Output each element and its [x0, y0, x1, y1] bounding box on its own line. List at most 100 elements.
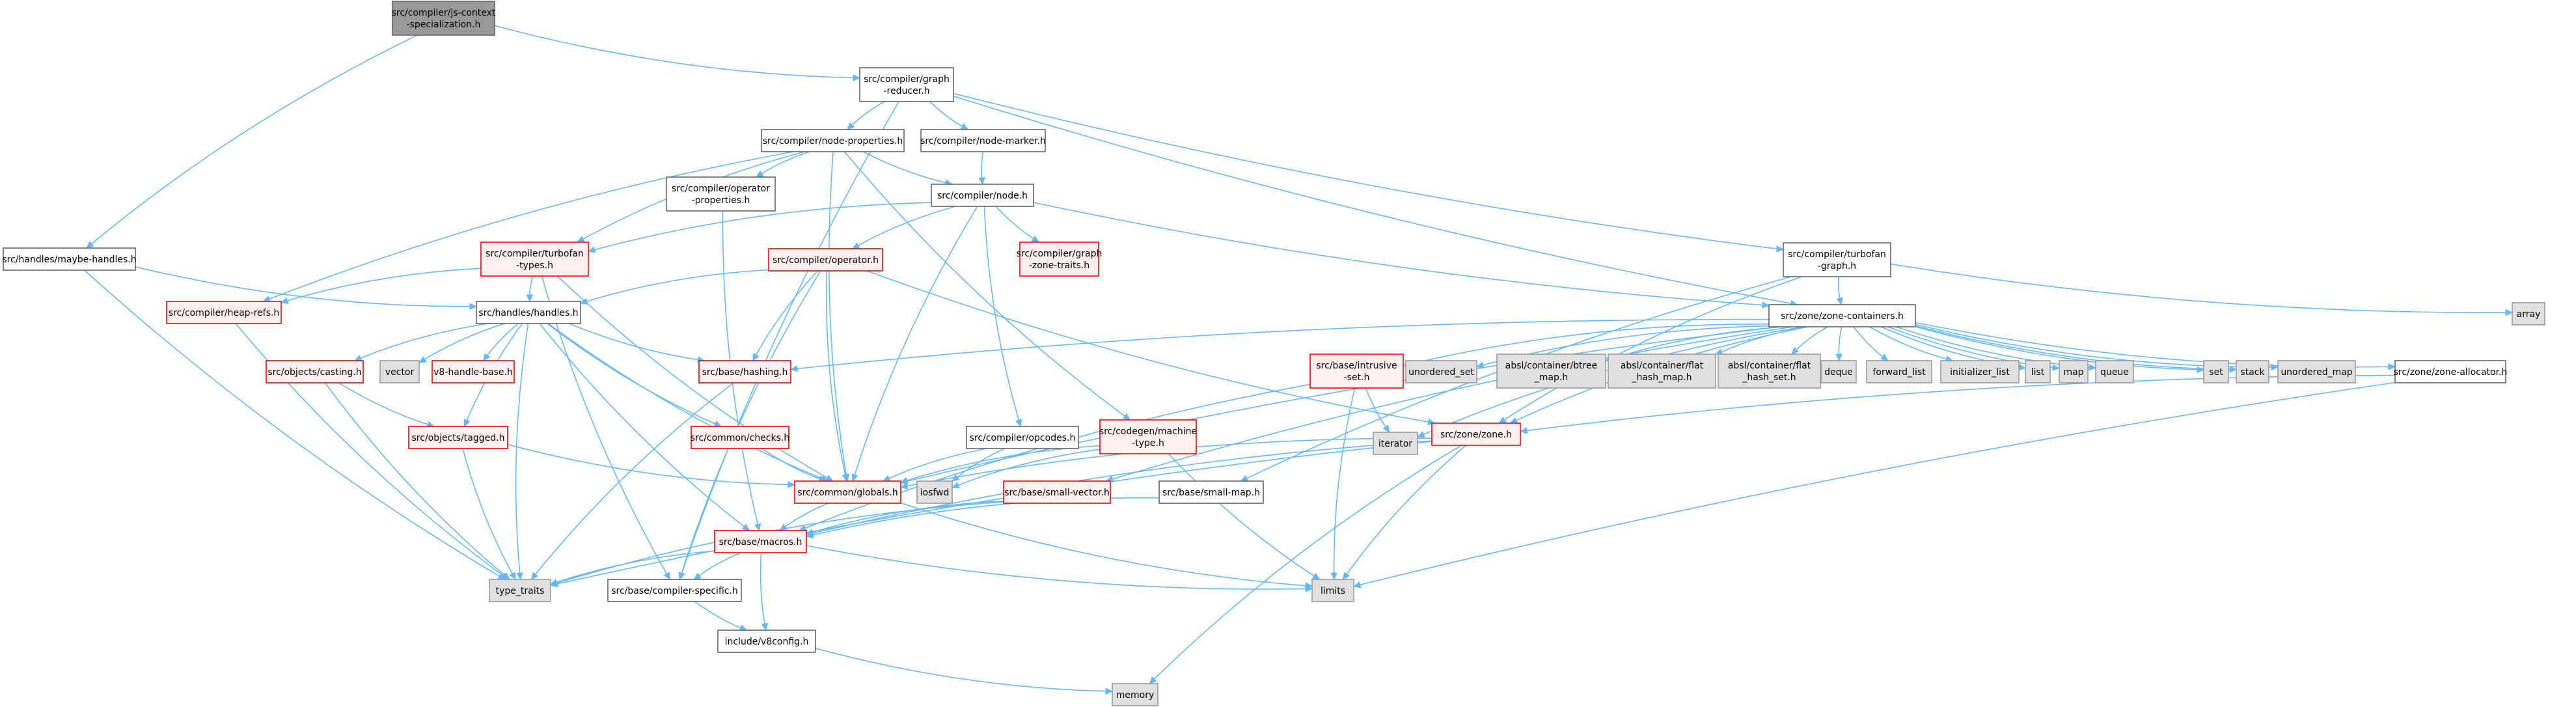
node-zone-h[interactable]: src/zone/zone.h: [1431, 423, 1521, 446]
node-box: [1158, 480, 1264, 504]
node-node-properties[interactable]: src/compiler/node-properties.h: [761, 129, 905, 152]
node-label: limits: [1321, 586, 1345, 596]
node-label: vector: [385, 367, 415, 378]
node-label: src/common/globals.h: [797, 488, 897, 498]
edge-handles_h-to-common_globals: [547, 323, 829, 482]
node-box: [1718, 353, 1821, 389]
edge-arrowhead: [1015, 419, 1022, 428]
edge-handles_h-to-type_traits: [515, 323, 529, 581]
node-compiler-specific[interactable]: src/base/compiler-specific.h: [607, 579, 742, 602]
node-common-globals[interactable]: src/common/globals.h: [794, 480, 901, 504]
edge-line: [698, 552, 741, 576]
edge-line: [556, 550, 715, 583]
edge-arrowhead: [1836, 297, 1843, 306]
edge-zone_containers-to-base_hashing: [789, 318, 1770, 372]
node-operator-properties[interactable]: src/compiler/operator-properties.h: [666, 176, 776, 212]
edge-line: [269, 151, 794, 300]
node-maybe-handles[interactable]: src/handles/maybe-handles.h: [2, 247, 137, 271]
node-zone-allocator[interactable]: src/zone/zone-allocator.h: [2394, 360, 2508, 383]
node-node-marker[interactable]: src/compiler/node-marker.h: [920, 129, 1046, 152]
node-jscs[interactable]: src/compiler/js-context-specialization.h: [392, 1, 496, 36]
edge-node_properties-to-node_h: [862, 151, 953, 186]
edge-arrowhead: [469, 303, 478, 311]
node-graph-reducer[interactable]: src/compiler/graph-reducer.h: [859, 67, 954, 102]
edge-line: [681, 101, 899, 574]
node-handles-h[interactable]: src/handles/handles.h: [476, 301, 581, 324]
edge-maybe_handles-to-type_traits: [84, 270, 506, 580]
edge-turbofan_graph-to-zone_h: [1498, 276, 1802, 424]
edge-line: [1853, 326, 1884, 357]
node-heap-refs[interactable]: src/compiler/heap-refs.h: [166, 301, 282, 324]
node-label: src/handles/handles.h: [478, 308, 578, 318]
node-machine-type[interactable]: src/codegen/machine-type.h: [1099, 419, 1197, 454]
edge-machine_type-to-iosfwd: [951, 449, 1101, 489]
node-v8config[interactable]: include/v8config.h: [717, 630, 816, 653]
node-stack: stack: [2236, 360, 2269, 383]
node-node-h[interactable]: src/compiler/node.h: [931, 184, 1034, 207]
edge-line: [983, 206, 1020, 421]
node-map: map: [2059, 360, 2089, 383]
node-box: [1373, 432, 1418, 455]
node-common-checks[interactable]: src/common/checks.h: [691, 426, 789, 449]
node-small-map[interactable]: src/base/small-map.h: [1158, 480, 1264, 504]
edge-arrowhead: [1762, 301, 1770, 309]
node-opcodes[interactable]: src/compiler/opcodes.h: [966, 426, 1079, 449]
edge-line: [761, 448, 820, 480]
edge-line: [535, 382, 734, 575]
edge-arrowhead: [882, 475, 891, 482]
edge-arrowhead: [353, 355, 363, 361]
node-box: [1309, 353, 1404, 389]
node-box: [714, 530, 807, 553]
node-objects-tagged[interactable]: src/objects/tagged.h: [408, 426, 508, 449]
edge-line: [324, 382, 505, 576]
node-label: memory: [1116, 690, 1155, 700]
edge-turbofan_types-to-handles_h: [526, 275, 534, 303]
edge-arrowhead: [951, 482, 960, 489]
edge-arrowhead: [576, 236, 585, 243]
edge-line: [539, 323, 745, 527]
edge-line: [1915, 326, 2198, 370]
node-label: unordered_map: [2281, 367, 2352, 378]
edge-arrowhead: [847, 122, 855, 130]
edge-graph_reducer-to-compiler_specific: [678, 101, 899, 581]
node-base-hashing[interactable]: src/base/hashing.h: [698, 360, 791, 383]
node-graph-zone-traits[interactable]: src/compiler/graph-zone-traits.h: [1017, 242, 1103, 277]
node-box: [931, 184, 1034, 207]
edge-turbofan_graph-to-zone_containers: [1836, 276, 1843, 306]
node-box: [794, 480, 901, 504]
edge-zone_containers-to-flat_hash_set: [1790, 326, 1828, 355]
node-base-macros[interactable]: src/base/macros.h: [714, 530, 807, 553]
node-intrusive-set[interactable]: src/base/intrusive-set.h: [1309, 353, 1404, 389]
edge-line: [547, 323, 823, 479]
node-turbofan-types[interactable]: src/compiler/turbofan-types.h: [480, 242, 589, 277]
edge-arrowhead: [1330, 572, 1337, 581]
node-operator-h[interactable]: src/compiler/operator.h: [768, 248, 883, 271]
node-box: [2203, 360, 2229, 383]
edge-line: [1838, 276, 1841, 299]
node-label: src/zone/zone.h: [1440, 430, 1512, 440]
edge-handles_h-to-objects_casting: [353, 323, 489, 361]
edge-arrowhead: [526, 294, 534, 303]
edge-handles_h-to-vector: [418, 323, 505, 363]
edge-node_h-to-operator_h: [851, 206, 956, 249]
node-label: src/common/checks.h: [691, 433, 789, 443]
edge-arrowhead: [1105, 687, 1114, 695]
edge-line: [515, 323, 529, 574]
node-box: [392, 1, 495, 36]
node-small-vector[interactable]: src/base/small-vector.h: [1003, 480, 1111, 504]
edge-line: [529, 275, 534, 296]
node-label: type_traits: [496, 586, 545, 596]
node-deque: deque: [1820, 360, 1857, 383]
edge-line: [360, 323, 489, 359]
edge-line: [958, 449, 1101, 486]
edge-line: [568, 323, 698, 361]
node-zone-containers[interactable]: src/zone/zone-containers.h: [1768, 304, 1916, 327]
node-turbofan-graph[interactable]: src/compiler/turbofan-graph.h: [1783, 242, 1891, 277]
edge-arrowhead: [713, 420, 722, 427]
edge-arrowhead: [1342, 572, 1350, 580]
node-objects-casting[interactable]: src/objects/casting.h: [266, 360, 364, 383]
edge-line: [1504, 276, 1802, 421]
node-v8-handle-base[interactable]: v8-handle-base.h: [432, 360, 515, 383]
edge-line: [487, 323, 519, 356]
edge-jscs-to-graph_reducer: [494, 25, 861, 81]
